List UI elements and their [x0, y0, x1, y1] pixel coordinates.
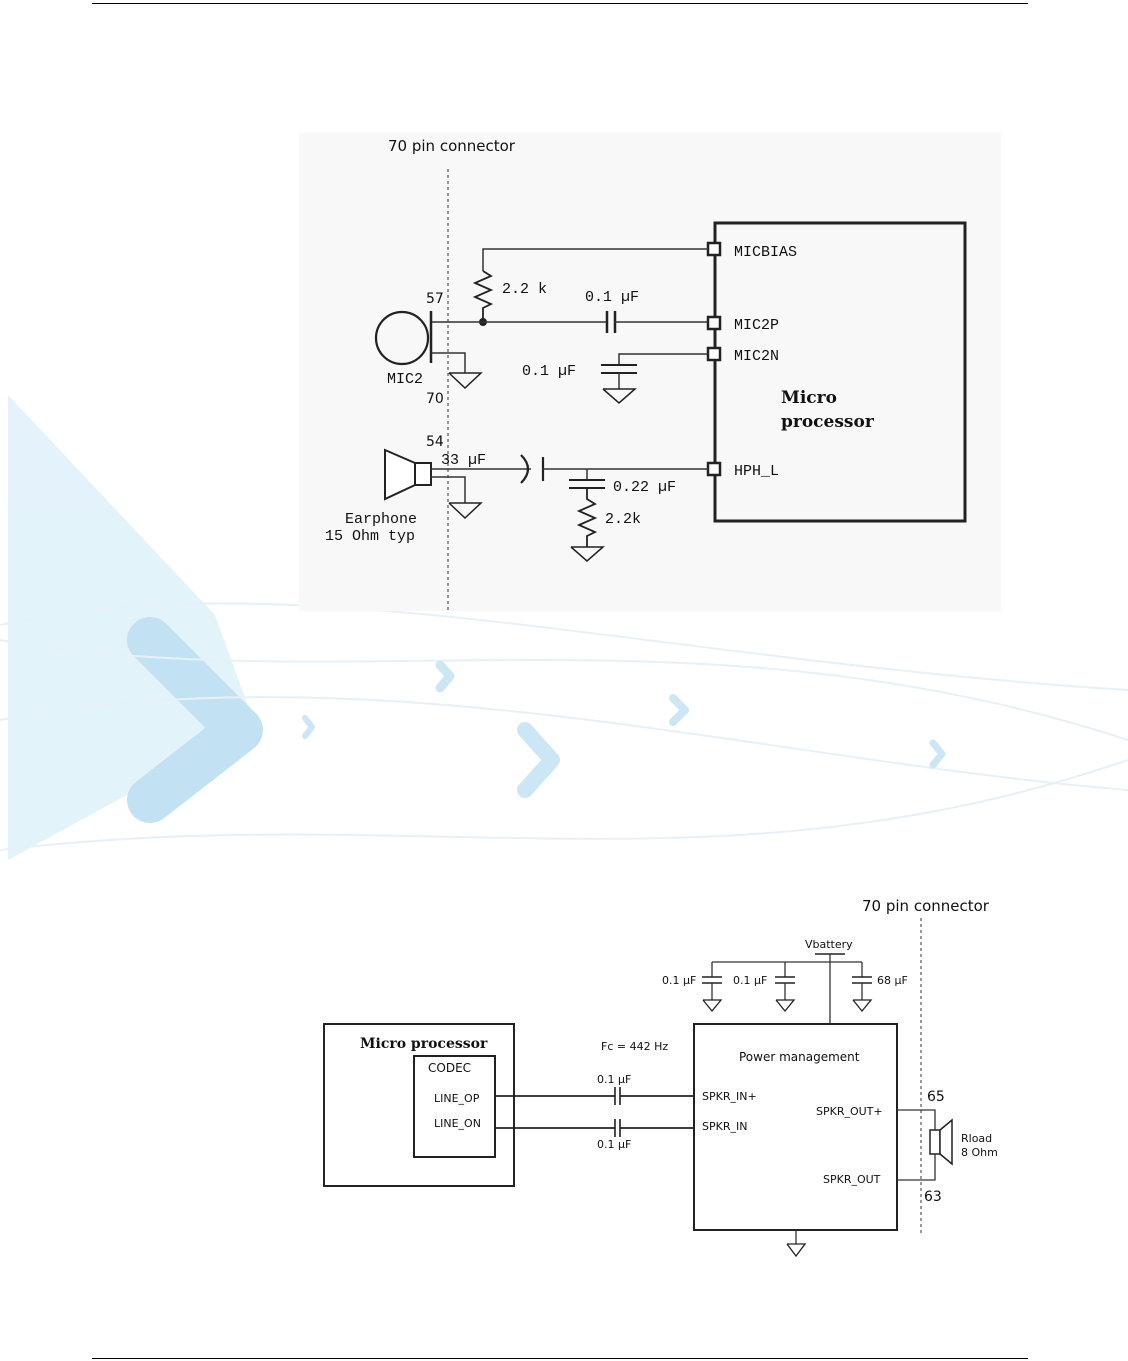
earphone-label-line1: Earphone	[345, 511, 417, 528]
watermark-swoosh	[0, 696, 1128, 791]
resistor-shunt-label: 2.2k	[605, 511, 641, 528]
connector-pin-63: 63	[924, 1189, 942, 1205]
ground-icon	[786, 1243, 807, 1258]
microprocessor-block	[713, 221, 967, 523]
header-rule	[92, 3, 1028, 4]
power-management-label: Power management	[739, 1050, 860, 1064]
decoupling-cap-1-label: 0.1 µF	[662, 974, 696, 987]
earphone-pin: 54	[426, 434, 444, 450]
decoupling-cap-2-label: 0.1 µF	[733, 974, 767, 987]
resistor-bias	[472, 270, 494, 322]
mic-label: MIC2	[387, 371, 423, 388]
pin-label-mic2n: MIC2N	[734, 348, 779, 365]
connector-label: 70 pin connector	[388, 137, 516, 155]
resistor-bias-label: 2.2 k	[502, 281, 547, 298]
cap-coupling-2-label: 0.1 µF	[597, 1138, 631, 1151]
wire-earphone-ground	[431, 476, 466, 503]
speaker-body	[929, 1129, 941, 1155]
schematic-2-svg: 70 pin connector Vbattery 0.1 µF 0.1 µF …	[323, 897, 998, 1258]
earphone-label-line2: 15 Ohm typ	[325, 528, 415, 545]
speaker-icon	[939, 1118, 953, 1166]
wire-mic-ground	[431, 352, 466, 373]
pin-label-hph-l: HPH_L	[734, 463, 779, 480]
cap-33uf-curved-plate	[520, 454, 530, 484]
decoupling-cap-2	[775, 962, 796, 1013]
load-label-line1: Rload	[961, 1132, 992, 1145]
ground-icon	[448, 502, 483, 520]
microphone-icon	[374, 310, 430, 366]
wire-spkr-out	[897, 1154, 936, 1181]
watermark-arrow	[517, 722, 560, 798]
microphone-earphone-schematic: 70 pin connector Micro processor MICBIAS…	[299, 133, 1001, 611]
ground-icon	[448, 372, 483, 390]
watermark-arrow	[435, 660, 455, 693]
cap-shunt-label: 0.22 µF	[613, 479, 676, 496]
pin-label-mic2p: MIC2P	[734, 317, 779, 334]
watermark-arrow	[669, 694, 689, 726]
pm-pin-spkr-in-plus: SPKR_IN+	[702, 1090, 757, 1103]
watermark-swoosh	[0, 602, 1128, 691]
cap-mic2n-label: 0.1 µF	[522, 363, 576, 380]
watermark-arrow	[302, 715, 315, 739]
wire-micbias	[482, 248, 708, 271]
connector-label: 70 pin connector	[862, 897, 990, 915]
speaker-amplifier-schematic: 70 pin connector Vbattery 0.1 µF 0.1 µF …	[299, 880, 1019, 1280]
pin-micbias	[706, 241, 722, 257]
pm-pin-spkr-in: SPKR_IN	[702, 1120, 747, 1133]
load-label-line2: 8 Ohm	[961, 1146, 998, 1159]
codec-label: CODEC	[428, 1061, 471, 1075]
processor-label-line2: processor	[781, 412, 875, 432]
footer-rule	[92, 1358, 1028, 1359]
codec-block	[413, 1055, 496, 1158]
pm-pin-spkr-out: SPKR_OUT	[823, 1173, 881, 1186]
wire-spkr-out-plus	[897, 1109, 936, 1130]
decoupling-cap-1	[702, 962, 723, 1013]
vbattery-label: Vbattery	[805, 938, 853, 951]
schematic-1-svg: 70 pin connector Micro processor MICBIAS…	[325, 137, 967, 611]
connector-pin-65: 65	[927, 1089, 945, 1105]
resistor-shunt	[576, 488, 598, 547]
pin-mic2p	[706, 315, 722, 331]
mic-pin-bottom: 70	[426, 391, 444, 407]
earphone-icon	[384, 448, 416, 501]
pm-pin-spkr-out-plus: SPKR_OUT+	[816, 1105, 883, 1118]
decoupling-cap-3	[852, 962, 873, 1013]
pin-label-micbias: MICBIAS	[734, 244, 797, 261]
cap-coupling-1-label: 0.1 µF	[597, 1073, 631, 1086]
processor-label-line1: Micro	[781, 388, 837, 408]
micro-processor-block	[323, 1023, 515, 1187]
watermark-swoosh	[0, 639, 1128, 741]
watermark-chevron-inner	[127, 617, 263, 823]
cap-33uf-label: 33 µF	[441, 452, 486, 469]
wire-mic2n	[618, 353, 708, 365]
pin-mic2n	[706, 346, 722, 362]
mic-pin-top: 57	[426, 291, 444, 307]
watermark-swoosh	[0, 759, 1128, 851]
pin-hph-l	[706, 461, 722, 477]
micro-processor-label: Micro processor	[360, 1036, 488, 1052]
earphone-body	[414, 462, 432, 486]
decoupling-cap-3-label: 68 µF	[877, 974, 908, 987]
watermark-arrow	[929, 739, 946, 769]
cap-mic2p-label: 0.1 µF	[585, 289, 639, 306]
codec-pin-line-op: LINE_OP	[434, 1092, 480, 1105]
cutoff-frequency-label: Fc = 442 Hz	[601, 1040, 668, 1053]
ground-icon	[602, 388, 637, 404]
ground-icon	[570, 546, 605, 562]
codec-pin-line-on: LINE_ON	[434, 1117, 481, 1130]
